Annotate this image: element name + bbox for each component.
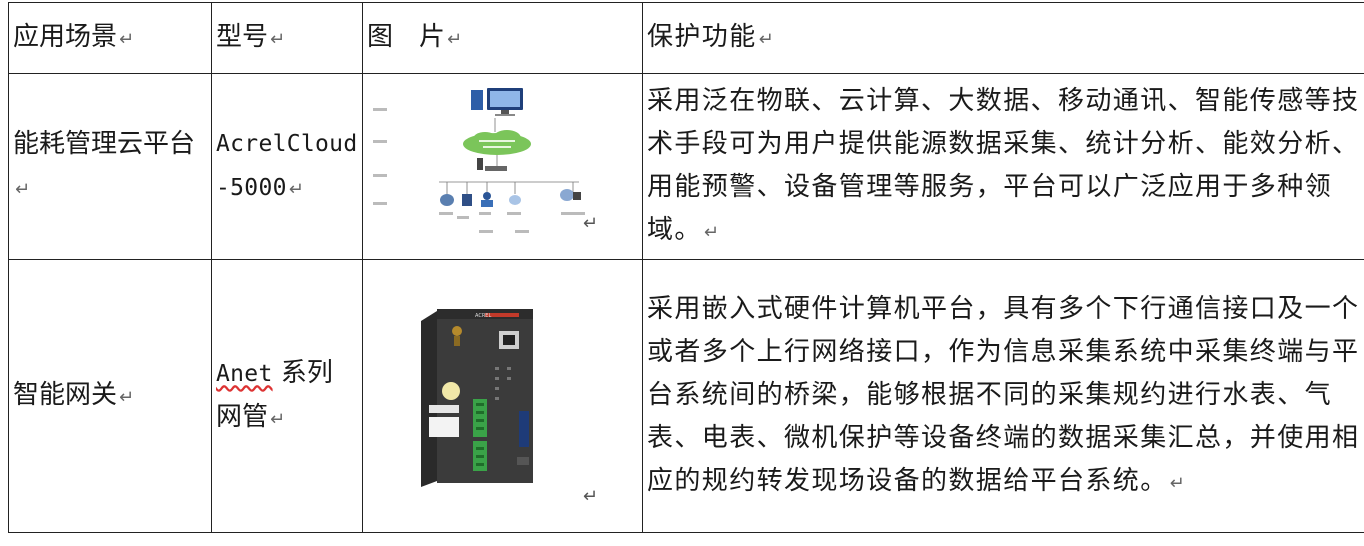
cell-function: 采用嵌入式硬件计算机平台，具有多个下行通信接口及一个或者多个上行网络接口，作为信… xyxy=(642,259,1364,533)
cell-model: AcrelCloud-5000↵ xyxy=(211,73,363,260)
header-model-label: 型号 xyxy=(216,21,269,52)
paragraph-mark: ↵ xyxy=(270,28,286,50)
header-scene-label: 应用场景 xyxy=(13,21,118,52)
function-text: 采用嵌入式硬件计算机平台，具有多个下行通信接口及一个或者多个上行网络接口，作为信… xyxy=(647,293,1360,496)
model-text-series: 系列网管 xyxy=(216,357,333,432)
model-text: AcrelCloud-5000 xyxy=(216,131,358,201)
cloud-platform-diagram-icon xyxy=(373,87,585,233)
paragraph-mark: ↵ xyxy=(288,179,304,200)
scene-text: 能耗管理云平台 xyxy=(13,128,196,159)
table-row: 能耗管理云平台↵ AcrelCloud-5000↵ xyxy=(8,73,1364,260)
model-text-latin: Anet xyxy=(216,360,273,387)
cell-picture: ACREL xyxy=(362,259,643,533)
paragraph-mark: ↵ xyxy=(1169,472,1187,494)
cell-model: Anet 系列网管↵ xyxy=(211,259,363,533)
product-table: 应用场景↵ 型号↵ 图 片↵ 保护功能↵ 能耗管理云平台↵ AcrelCloud… xyxy=(8,2,1364,533)
table-header-row: 应用场景↵ 型号↵ 图 片↵ 保护功能↵ xyxy=(8,2,1364,74)
header-scene: 应用场景↵ xyxy=(8,2,212,74)
paragraph-mark: ↵ xyxy=(582,486,598,507)
header-function: 保护功能↵ xyxy=(642,2,1364,74)
device-brand-label: ACREL xyxy=(475,313,491,319)
paragraph-mark: ↵ xyxy=(447,28,463,50)
paragraph-mark: ↵ xyxy=(703,221,721,243)
scene-text: 智能网关 xyxy=(13,379,118,410)
cell-function: 采用泛在物联、云计算、大数据、移动通讯、智能传感等技术手段可为用户提供能源数据采… xyxy=(642,73,1364,260)
paragraph-mark: ↵ xyxy=(15,178,31,200)
cell-picture: ↵ xyxy=(362,73,643,260)
header-picture: 图 片↵ xyxy=(362,2,643,74)
gateway-device-icon: ACREL xyxy=(421,309,533,487)
paragraph-mark: ↵ xyxy=(119,386,135,408)
header-function-label: 保护功能 xyxy=(647,21,757,52)
header-picture-label: 图 片 xyxy=(367,21,446,52)
paragraph-mark: ↵ xyxy=(119,28,135,50)
paragraph-mark: ↵ xyxy=(270,408,286,430)
header-model: 型号↵ xyxy=(211,2,363,74)
cell-scene: 智能网关↵ xyxy=(8,259,212,533)
paragraph-mark: ↵ xyxy=(582,213,598,234)
cell-scene: 能耗管理云平台 ↵ xyxy=(8,73,212,260)
function-text: 采用泛在物联、云计算、大数据、移动通讯、智能传感等技术手段可为用户提供能源数据采… xyxy=(647,85,1360,245)
table-row: 智能网关↵ Anet 系列网管↵ ACREL xyxy=(8,259,1364,533)
paragraph-mark: ↵ xyxy=(758,28,776,50)
